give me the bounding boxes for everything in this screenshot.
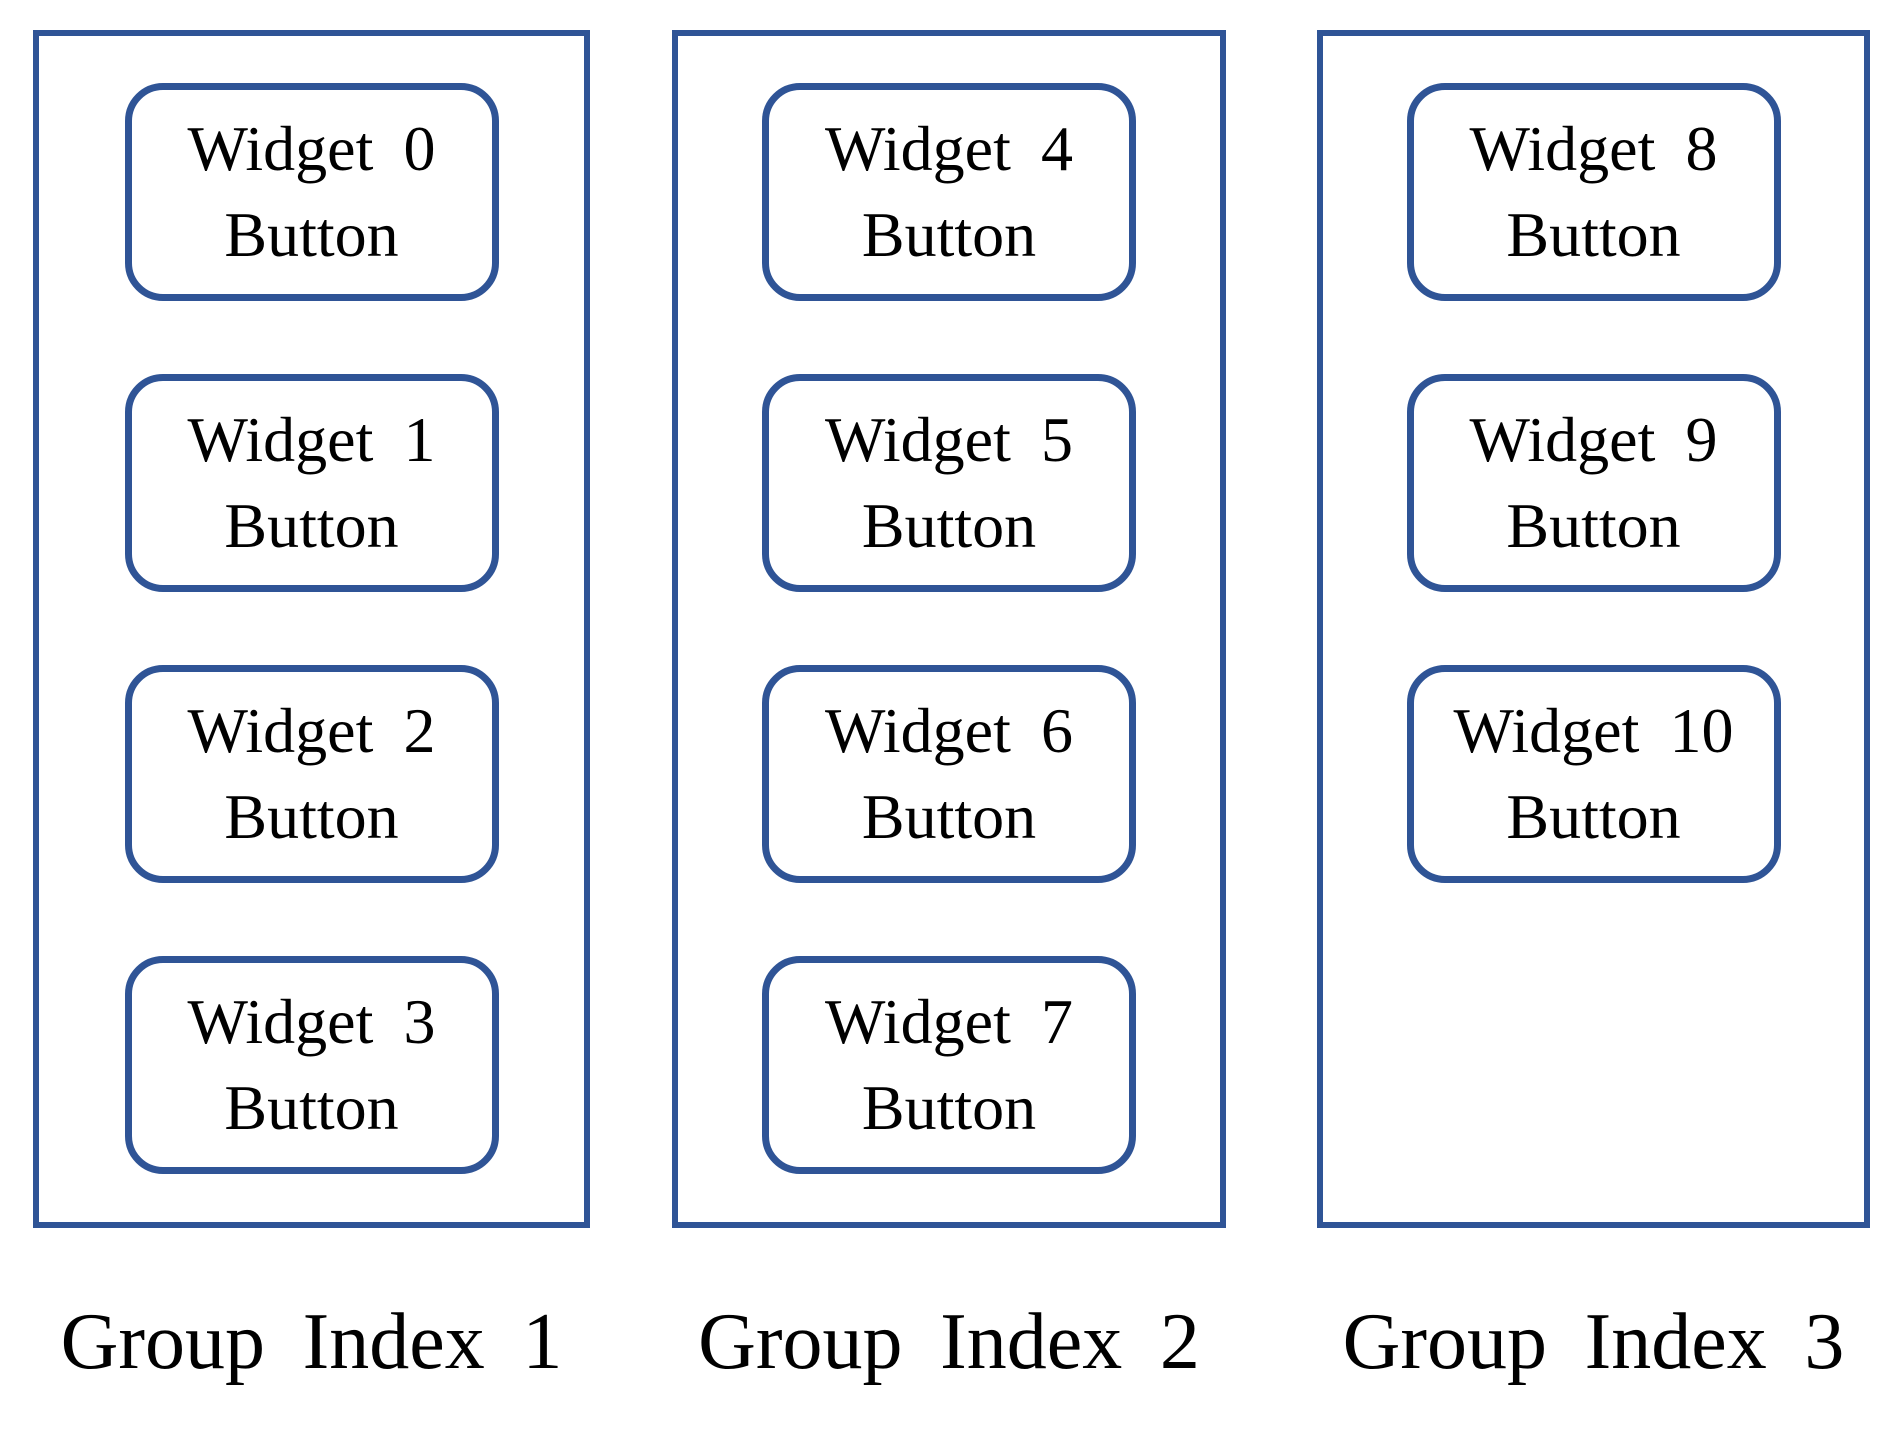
widget-0-button[interactable]: Widget 0 Button — [124, 83, 499, 301]
widget-button-subtitle: Button — [861, 781, 1037, 852]
group-2-box: Widget 4 Button Widget 5 Button Widget 6… — [672, 30, 1226, 1386]
widget-6-button[interactable]: Widget 6 Button — [762, 665, 1136, 883]
widget-button-subtitle: Button — [1506, 490, 1681, 561]
widget-button-title: Widget 1 — [187, 404, 436, 475]
widget-10-button[interactable]: Widget 10 Button — [1406, 665, 1781, 883]
group-1-box: Widget 0 Button Widget 1 Button Widget 2… — [33, 30, 590, 1386]
widget-button-title: Widget 0 — [187, 113, 436, 184]
group-index-2-label: Group Index 2 — [698, 1298, 1200, 1386]
widget-8-button[interactable]: Widget 8 Button — [1406, 83, 1781, 301]
widget-button-subtitle: Button — [224, 1072, 399, 1143]
widget-button-title: Widget 6 — [825, 695, 1073, 766]
widget-2-button[interactable]: Widget 2 Button — [124, 665, 499, 883]
widget-3-button[interactable]: Widget 3 Button — [124, 956, 499, 1174]
group-index-1-label: Group Index 1 — [60, 1298, 563, 1386]
group-3-box: Widget 8 Button Widget 9 Button Widget 1… — [1317, 30, 1870, 1386]
group-index-3-label: Group Index 3 — [1342, 1298, 1845, 1386]
widget-button-subtitle: Button — [1506, 199, 1681, 270]
widget-button-subtitle: Button — [224, 199, 399, 270]
widget-button-subtitle: Button — [861, 490, 1037, 561]
widget-button-title: Widget 7 — [825, 986, 1073, 1057]
widget-button-title: Widget 8 — [1469, 113, 1718, 184]
widget-button-subtitle: Button — [1506, 781, 1681, 852]
widget-5-button[interactable]: Widget 5 Button — [762, 374, 1136, 592]
widget-7-button[interactable]: Widget 7 Button — [762, 956, 1136, 1174]
widget-1-button[interactable]: Widget 1 Button — [124, 374, 499, 592]
widget-4-button[interactable]: Widget 4 Button — [762, 83, 1136, 301]
widget-button-title: Widget 5 — [825, 404, 1073, 475]
widget-button-title: Widget 2 — [187, 695, 436, 766]
widget-button-title: Widget 3 — [187, 986, 436, 1057]
widget-9-button[interactable]: Widget 9 Button — [1406, 374, 1781, 592]
widget-button-title: Widget 9 — [1469, 404, 1718, 475]
widget-button-title: Widget 10 — [1453, 695, 1734, 766]
widget-button-title: Widget 4 — [825, 113, 1073, 184]
widget-button-subtitle: Button — [224, 781, 399, 852]
widget-button-subtitle: Button — [861, 199, 1037, 270]
widget-button-subtitle: Button — [861, 1072, 1037, 1143]
widget-button-subtitle: Button — [224, 490, 399, 561]
